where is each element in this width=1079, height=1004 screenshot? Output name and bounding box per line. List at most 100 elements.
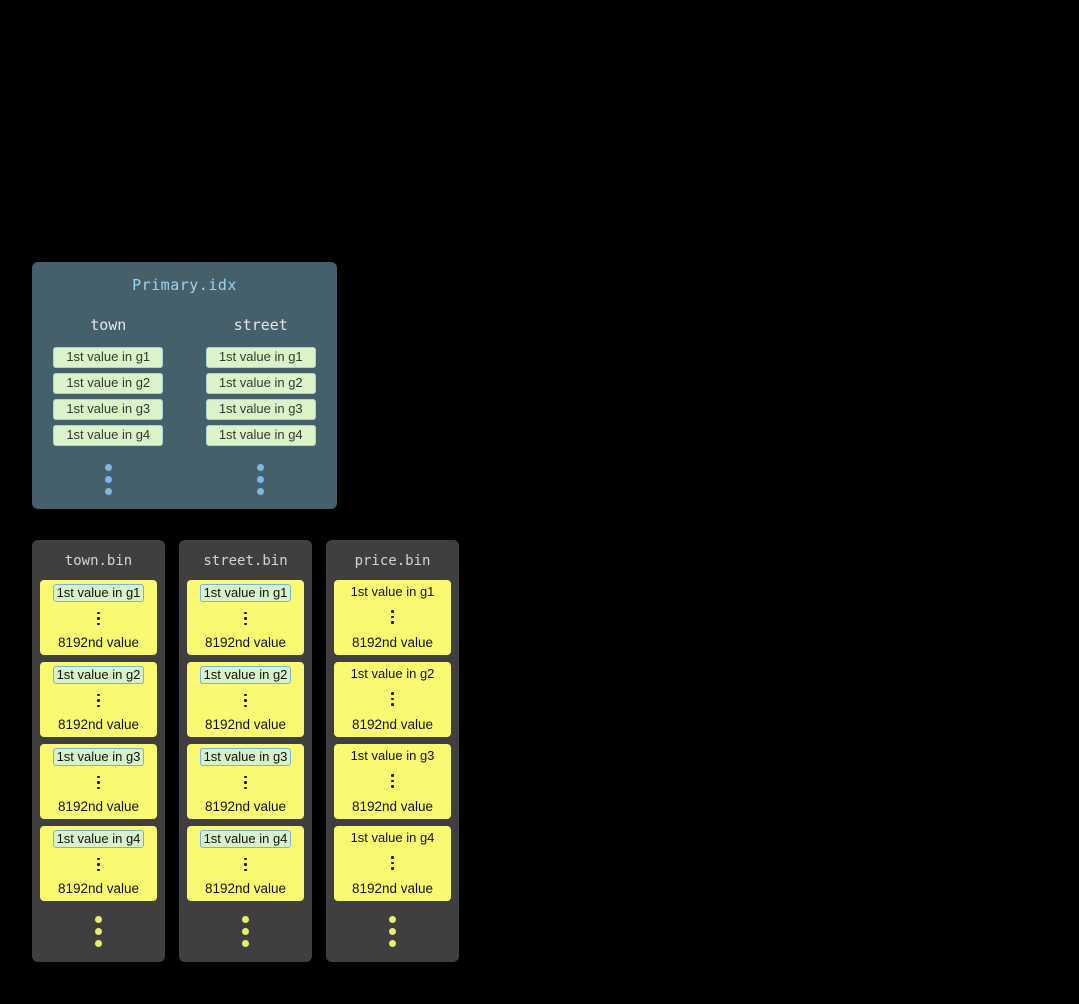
granule-last-value: 8192nd value bbox=[57, 799, 140, 814]
granule-first-value: 1st value in g2 bbox=[350, 666, 435, 681]
dot bbox=[97, 775, 100, 779]
dot bbox=[242, 939, 249, 947]
index-mark-chip: 1st value in g1 bbox=[53, 347, 164, 368]
primary-ellipsis-dots bbox=[257, 461, 265, 497]
dot bbox=[391, 610, 394, 613]
dot bbox=[391, 692, 394, 695]
bin-panel-title: price.bin bbox=[354, 553, 431, 569]
dot bbox=[391, 697, 394, 701]
dot bbox=[97, 611, 100, 615]
granule-ellipsis-dots bbox=[97, 774, 100, 791]
granule-block: 1st value in g3 8192nd value bbox=[40, 744, 157, 819]
granule-first-value: 1st value in g4 bbox=[350, 830, 435, 845]
dot bbox=[257, 463, 265, 471]
dot bbox=[244, 699, 247, 702]
dot bbox=[104, 487, 112, 495]
dot bbox=[389, 939, 396, 947]
dot bbox=[244, 857, 247, 861]
granule-ellipsis-dots bbox=[391, 691, 394, 708]
granule-first-value: 1st value in g1 bbox=[199, 584, 292, 602]
dot bbox=[244, 611, 247, 615]
primary-idx-title: Primary.idx bbox=[132, 276, 237, 294]
granule-ellipsis-dots bbox=[97, 610, 100, 627]
granule-first-value: 1st value in g3 bbox=[350, 748, 435, 763]
dot bbox=[257, 487, 265, 495]
dot bbox=[244, 868, 247, 872]
dot bbox=[391, 856, 394, 859]
dot bbox=[97, 863, 100, 866]
dot bbox=[391, 615, 394, 619]
dot bbox=[97, 704, 100, 708]
granule-last-value: 8192nd value bbox=[204, 799, 287, 814]
granule-first-value: 1st value in g2 bbox=[199, 666, 292, 684]
primary-idx-panel: Primary.idx town 1st value in g1 1st value… bbox=[32, 262, 337, 509]
dot bbox=[97, 868, 100, 872]
granule-ellipsis-dots bbox=[244, 856, 247, 873]
dot bbox=[95, 939, 102, 947]
granule-block: 1st value in g3 8192nd value bbox=[334, 744, 451, 819]
column-header-town: town bbox=[90, 316, 127, 334]
dot bbox=[391, 779, 394, 783]
granule-ellipsis-dots bbox=[391, 855, 394, 872]
granule-ellipsis-dots bbox=[97, 856, 100, 873]
granule-block: 1st value in g2 8192nd value bbox=[187, 662, 304, 737]
granule-last-value: 8192nd value bbox=[351, 635, 434, 650]
dot bbox=[97, 786, 100, 790]
dot bbox=[391, 861, 394, 865]
granule-block: 1st value in g1 8192nd value bbox=[187, 580, 304, 655]
dot bbox=[242, 927, 249, 935]
dot bbox=[391, 774, 394, 777]
column-header-street: street bbox=[233, 316, 288, 334]
index-mark-chip: 1st value in g4 bbox=[205, 425, 316, 446]
granule-last-value: 8192nd value bbox=[204, 717, 287, 732]
bin-panel-title: street.bin bbox=[203, 553, 288, 569]
dot bbox=[97, 693, 100, 697]
granule-ellipsis-dots bbox=[244, 610, 247, 627]
granule-block: 1st value in g4 8192nd value bbox=[40, 826, 157, 901]
granule-ellipsis-dots bbox=[391, 609, 394, 626]
dot bbox=[242, 915, 249, 923]
primary-ellipsis-dots bbox=[104, 461, 112, 497]
dot bbox=[244, 863, 247, 866]
granule-last-value: 8192nd value bbox=[57, 717, 140, 732]
dot bbox=[104, 463, 112, 471]
index-mark-chip: 1st value in g4 bbox=[53, 425, 164, 446]
granule-ellipsis-dots bbox=[244, 692, 247, 709]
dot bbox=[244, 704, 247, 708]
granule-first-value: 1st value in g2 bbox=[52, 666, 145, 684]
granule-ellipsis-dots bbox=[391, 773, 394, 790]
granule-last-value: 8192nd value bbox=[204, 635, 287, 650]
granule-first-value: 1st value in g1 bbox=[52, 584, 145, 602]
granule-first-value: 1st value in g4 bbox=[199, 830, 292, 848]
dot bbox=[391, 867, 394, 870]
dot bbox=[97, 617, 100, 620]
bin-ellipsis-dots bbox=[242, 913, 249, 949]
bin-ellipsis-dots bbox=[389, 913, 396, 949]
dot bbox=[97, 781, 100, 784]
granule-block: 1st value in g1 8192nd value bbox=[40, 580, 157, 655]
granule-last-value: 8192nd value bbox=[204, 881, 287, 896]
granule-block: 1st value in g4 8192nd value bbox=[187, 826, 304, 901]
granule-last-value: 8192nd value bbox=[351, 799, 434, 814]
index-mark-chip: 1st value in g2 bbox=[205, 373, 316, 394]
granule-last-value: 8192nd value bbox=[57, 635, 140, 650]
granule-first-value: 1st value in g4 bbox=[52, 830, 145, 848]
dot bbox=[391, 703, 394, 706]
dot bbox=[389, 927, 396, 935]
dot bbox=[97, 857, 100, 861]
granule-last-value: 8192nd value bbox=[57, 881, 140, 896]
dot bbox=[244, 786, 247, 790]
dot bbox=[391, 785, 394, 788]
dot bbox=[97, 699, 100, 702]
granule-block: 1st value in g2 8192nd value bbox=[40, 662, 157, 737]
index-mark-chip: 1st value in g1 bbox=[205, 347, 316, 368]
dot bbox=[244, 775, 247, 779]
granule-ellipsis-dots bbox=[244, 774, 247, 791]
granule-first-value: 1st value in g3 bbox=[52, 748, 145, 766]
